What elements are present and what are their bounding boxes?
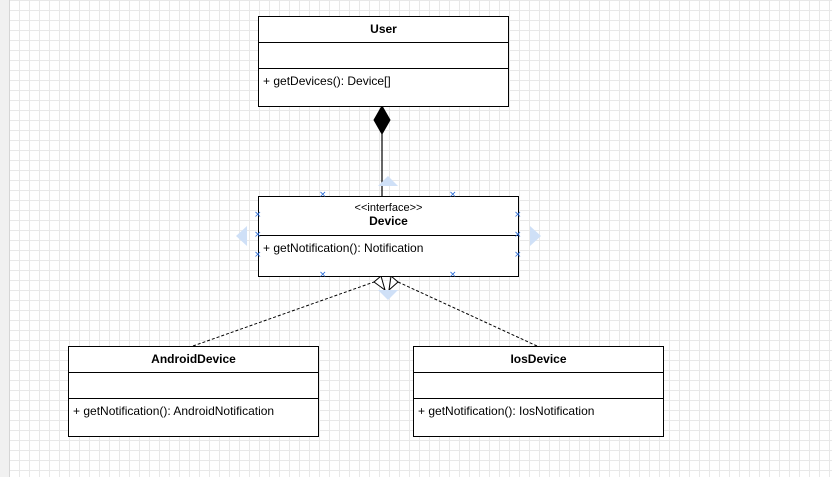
class-name: Device bbox=[369, 214, 408, 228]
class-name: User bbox=[370, 22, 397, 36]
x-handle-icon[interactable]: × bbox=[319, 190, 327, 200]
realization-arrowhead-icon bbox=[388, 275, 399, 292]
x-handle-icon[interactable]: × bbox=[254, 250, 262, 260]
method: + getNotification(): Notification bbox=[263, 241, 424, 255]
x-handle-icon[interactable]: × bbox=[449, 190, 457, 200]
realization-arrowhead-icon bbox=[373, 275, 386, 292]
x-handle-icon[interactable]: × bbox=[254, 230, 262, 240]
stereotype: <<interface>> bbox=[354, 202, 423, 214]
x-handle-icon[interactable]: × bbox=[514, 250, 522, 260]
class-user-methods: + getDevices(): Device[] bbox=[259, 69, 508, 88]
method: + getDevices(): Device[] bbox=[263, 74, 391, 88]
x-handle-icon[interactable]: × bbox=[449, 270, 457, 280]
class-user-header: User bbox=[259, 17, 508, 43]
class-device-methods: + getNotification(): Notification bbox=[259, 236, 518, 255]
method: + getNotification(): IosNotification bbox=[418, 404, 595, 418]
class-ios-device[interactable]: IosDevice + getNotification(): IosNotifi… bbox=[413, 346, 664, 437]
left-gutter bbox=[0, 0, 10, 477]
realization-line-android[interactable] bbox=[192, 281, 375, 347]
class-device-header: <<interface>> Device bbox=[259, 197, 518, 236]
method: + getNotification(): AndroidNotification bbox=[73, 404, 275, 418]
class-user-attributes bbox=[259, 43, 508, 69]
class-android-device-attributes bbox=[69, 373, 318, 399]
class-ios-device-methods: + getNotification(): IosNotification bbox=[414, 399, 663, 418]
class-android-device-header: AndroidDevice bbox=[69, 347, 318, 373]
composition-diamond-icon bbox=[373, 104, 391, 136]
class-user[interactable]: User + getDevices(): Device[] bbox=[258, 16, 509, 107]
triangle-arrow-icon[interactable] bbox=[378, 290, 398, 300]
x-handle-icon[interactable]: × bbox=[319, 270, 327, 280]
triangle-arrow-icon[interactable] bbox=[236, 226, 247, 246]
class-name: IosDevice bbox=[510, 352, 567, 366]
class-device[interactable]: <<interface>> Device + getNotification()… bbox=[258, 196, 519, 277]
realization-line-ios[interactable] bbox=[397, 281, 538, 347]
x-handle-icon[interactable]: × bbox=[254, 210, 262, 220]
x-handle-icon[interactable]: × bbox=[514, 210, 522, 220]
triangle-arrow-icon[interactable] bbox=[378, 176, 398, 186]
class-android-device[interactable]: AndroidDevice + getNotification(): Andro… bbox=[68, 346, 319, 437]
triangle-arrow-icon[interactable] bbox=[530, 226, 541, 246]
class-ios-device-header: IosDevice bbox=[414, 347, 663, 373]
x-handle-icon[interactable]: × bbox=[514, 230, 522, 240]
class-name: AndroidDevice bbox=[151, 352, 236, 366]
class-android-device-methods: + getNotification(): AndroidNotification bbox=[69, 399, 318, 418]
class-ios-device-attributes bbox=[414, 373, 663, 399]
